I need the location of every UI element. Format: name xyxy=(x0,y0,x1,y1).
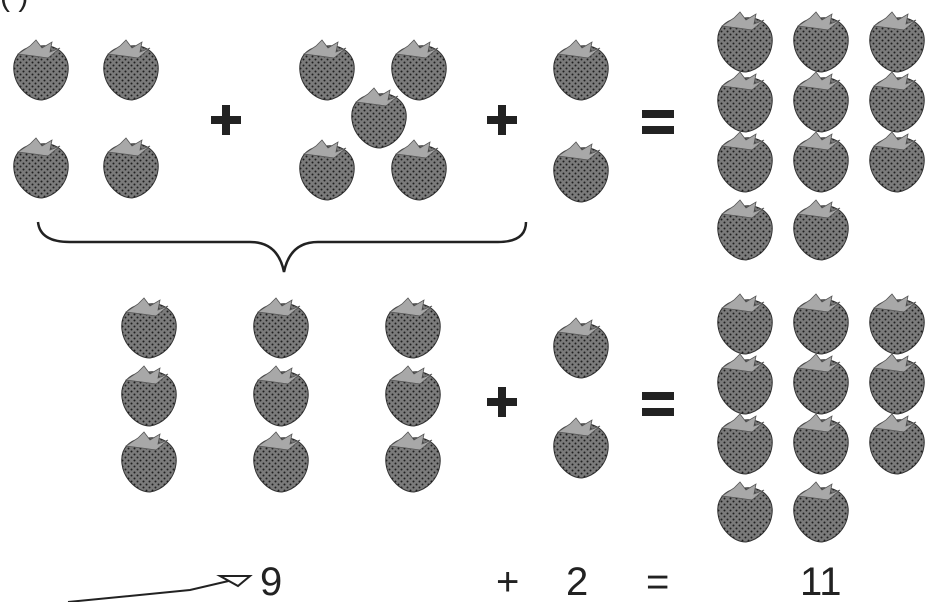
equals-icon xyxy=(642,392,674,416)
strawberry-icon xyxy=(254,432,308,492)
strawberry-icon xyxy=(794,294,848,354)
strawberry-icon xyxy=(794,200,848,260)
brace-icon xyxy=(38,222,526,272)
strawberry-icon xyxy=(386,298,440,358)
strawberry-icon xyxy=(386,432,440,492)
strawberry-icon xyxy=(554,40,608,100)
strawberry-icon xyxy=(104,40,158,100)
strawberry-icon xyxy=(14,40,68,100)
addend-nine: 9 xyxy=(260,562,282,602)
strawberry-icon xyxy=(554,142,608,202)
strawberry-icon xyxy=(794,132,848,192)
sum-result: 11 xyxy=(800,562,842,602)
strawberry-icon xyxy=(554,318,608,378)
strawberry-icon xyxy=(870,132,924,192)
strawberry-icon xyxy=(254,298,308,358)
strawberry-icon xyxy=(718,12,772,72)
equals-icon xyxy=(642,110,674,134)
strawberry-icon xyxy=(718,200,772,260)
strawberry-icon xyxy=(718,132,772,192)
strawberry-icon xyxy=(870,72,924,132)
strawberry-icon xyxy=(794,72,848,132)
strawberry-icon xyxy=(300,140,354,200)
strawberry-icon xyxy=(14,138,68,198)
strawberry-icon xyxy=(794,12,848,72)
addend-two: 2 xyxy=(566,562,588,602)
strawberry-icon xyxy=(254,366,308,426)
strawberry-icon xyxy=(870,12,924,72)
strawberry-icon xyxy=(718,414,772,474)
strawberry-icon xyxy=(794,482,848,542)
strawberry-icon xyxy=(554,418,608,478)
strawberry-icon xyxy=(718,72,772,132)
strawberry-icon xyxy=(718,482,772,542)
equals-sign-text: = xyxy=(646,562,669,602)
plus-sign-text: + xyxy=(496,562,519,602)
plus-icon xyxy=(211,105,241,135)
strawberry-icon xyxy=(794,414,848,474)
strawberry-icon xyxy=(718,294,772,354)
strawberry-icon xyxy=(300,40,354,100)
plus-icon xyxy=(487,387,517,417)
strawberry-icon xyxy=(870,354,924,414)
strawberry-icon xyxy=(386,366,440,426)
plus-icon xyxy=(487,105,517,135)
strawberry-icon xyxy=(392,140,446,200)
strawberry-icon xyxy=(122,366,176,426)
strawberry-icon xyxy=(794,354,848,414)
arrow-icon xyxy=(68,576,250,602)
strawberry-icon xyxy=(352,88,406,148)
strawberry-icon xyxy=(870,414,924,474)
strawberry-icon xyxy=(104,138,158,198)
strawberry-icon xyxy=(870,294,924,354)
strawberry-icon xyxy=(718,354,772,414)
strawberry-icon xyxy=(122,432,176,492)
strawberry-icon xyxy=(122,298,176,358)
strawberry-icon xyxy=(392,40,446,100)
